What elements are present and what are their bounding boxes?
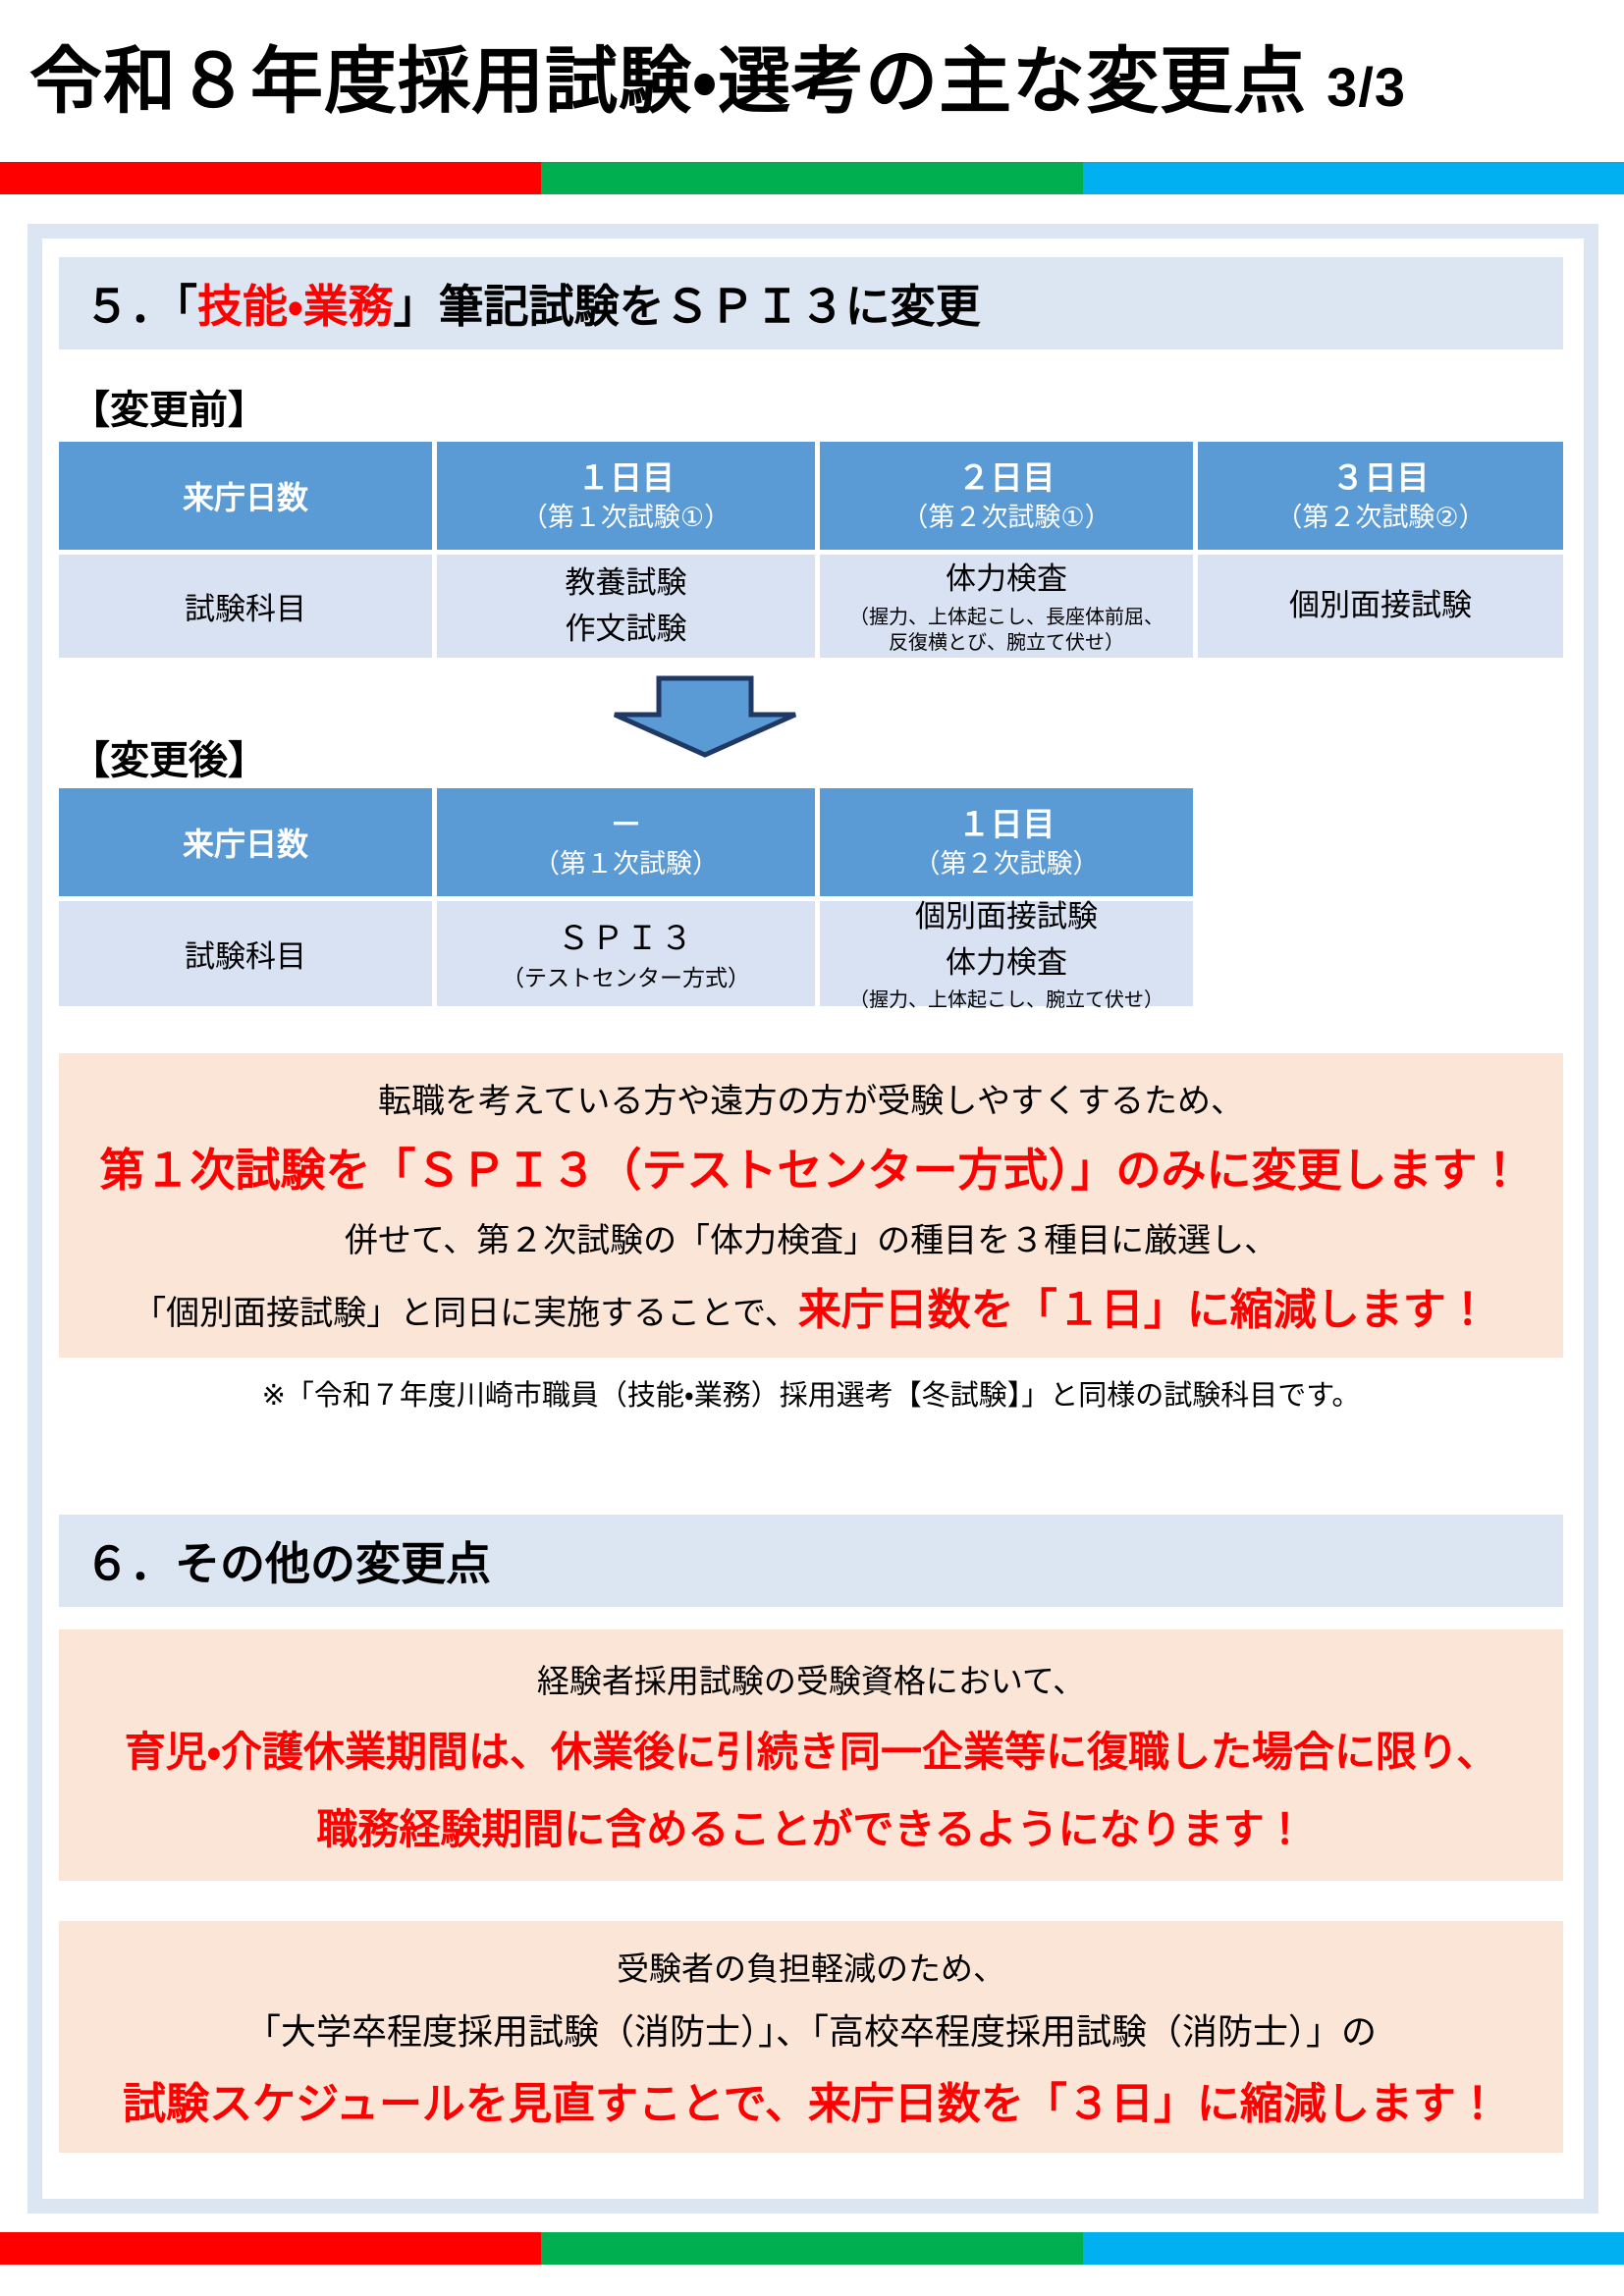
bar-segment-green bbox=[541, 2232, 1083, 2265]
before-label: 【変更前】 bbox=[71, 389, 267, 432]
highlight-line1: 転職を考えている方や遠方の方が受験しやすくするため、 bbox=[378, 1083, 1244, 1121]
box2-line3: 試験スケジュールを見直すことで、来庁日数を「３日」に縮減します！ bbox=[123, 2080, 1499, 2128]
highlight-line4-red: 来庁日数を「１日」に縮減します！ bbox=[797, 1285, 1489, 1334]
tricolor-bar-top bbox=[0, 162, 1624, 194]
table-after-header-first: － （第１次試験） bbox=[437, 788, 815, 896]
page-title-text: 令和８年度採用試験・選考の主な変更点 bbox=[29, 40, 1308, 122]
table-after-row-label: 試験科目 bbox=[59, 901, 432, 1006]
box2-line2: 「大学卒程度採用試験（消防士）」、「高校卒程度採用試験（消防士）」の bbox=[244, 2011, 1377, 2052]
highlight-line3: 併せて、第２次試験の「体力検査」の種目を３種目に厳選し、 bbox=[344, 1221, 1278, 1259]
section6-box1: 経験者採用試験の受験資格において、 育児・介護休業期間は、休業後に引続き同一企業… bbox=[59, 1629, 1563, 1881]
after-label: 【変更後】 bbox=[71, 739, 267, 782]
section5-highlight-box: 転職を考えている方や遠方の方が受験しやすくするため、 第１次試験を「ＳＰＩ３（テ… bbox=[59, 1053, 1563, 1358]
section6-heading: ６．その他の変更点 bbox=[59, 1515, 1563, 1607]
table-before-row-label: 試験科目 bbox=[59, 555, 432, 658]
bar-segment-blue bbox=[1082, 162, 1624, 194]
table-after-cell-first: ＳＰＩ３ （テストセンター方式） bbox=[437, 901, 815, 1006]
section6-box2: 受験者の負担軽減のため、 「大学卒程度採用試験（消防士）」、「高校卒程度採用試験… bbox=[59, 1921, 1563, 2153]
table-before-cell-day1: 教養試験 作文試験 bbox=[437, 555, 815, 658]
section5-heading-highlight: 技能・業務 bbox=[197, 281, 394, 332]
section6-heading-text: ６．その他の変更点 bbox=[84, 1538, 491, 1589]
bar-segment-red bbox=[0, 162, 542, 194]
highlight-line4: 「個別面接試験」と同日に実施することで、来庁日数を「１日」に縮減します！ bbox=[59, 1274, 1563, 1337]
table-before-header-day2: ２日目 （第２次試験①） bbox=[820, 442, 1193, 550]
table-before-cell-day2: 体力検査 （握力、上体起こし、長座体前屈、 反復横とび、腕立て伏せ） bbox=[820, 555, 1193, 658]
table-before-corner-cell: 来庁日数 bbox=[59, 442, 432, 550]
box1-line1: 経験者採用試験の受験資格において、 bbox=[536, 1662, 1086, 1699]
box2-line1: 受験者の負担軽減のため、 bbox=[617, 1950, 1005, 1987]
section5-heading: ５．「技能・業務」筆記試験をＳＰＩ３に変更 bbox=[59, 257, 1563, 349]
table-after-header-second: １日目 （第２次試験） bbox=[820, 788, 1193, 896]
bar-segment-red bbox=[0, 2232, 542, 2265]
bar-segment-blue bbox=[1082, 2232, 1624, 2265]
section5-heading-prefix: ５．「 bbox=[84, 281, 197, 332]
table-before-cell-day3: 個別面接試験 bbox=[1198, 555, 1563, 658]
bar-segment-green bbox=[541, 162, 1083, 194]
section5-footnote: ※「令和７年度川崎市職員（技能・業務）採用選考【冬試験】」と同様の試験科目です。 bbox=[261, 1380, 1361, 1412]
table-before-header-day1: １日目 （第１次試験①） bbox=[437, 442, 815, 550]
highlight-line2: 第１次試験を「ＳＰＩ３（テストセンター方式）」のみに変更します！ bbox=[99, 1145, 1523, 1197]
table-after: 来庁日数 － （第１次試験） １日目 （第２次試験） 試験科目 ＳＰＩ３ （テス… bbox=[59, 788, 1193, 1011]
table-before: 来庁日数 １日目 （第１次試験①） ２日目 （第２次試験①） ３日目 （第２次試… bbox=[59, 442, 1563, 658]
box1-line3: 職務経験期間に含めることができるようになります！ bbox=[316, 1805, 1306, 1852]
highlight-line4-black: 「個別面接試験」と同日に実施することで、 bbox=[133, 1294, 798, 1332]
table-after-cell-second: 個別面接試験 体力検査 （握力、上体起こし、腕立て伏せ） bbox=[820, 899, 1193, 1011]
box1-line2: 育児・介護休業期間は、休業後に引続き同一企業等に復職した場合に限り、 bbox=[124, 1729, 1498, 1775]
page-number: 3/3 bbox=[1326, 56, 1407, 118]
table-after-corner-cell: 来庁日数 bbox=[59, 788, 432, 896]
down-arrow-icon bbox=[613, 675, 797, 758]
section5-heading-suffix: 」筆記試験をＳＰＩ３に変更 bbox=[393, 281, 981, 332]
page-title: 令和８年度採用試験・選考の主な変更点 3/3 bbox=[29, 39, 1600, 123]
table-before-header-day3: ３日目 （第２次試験②） bbox=[1198, 442, 1563, 550]
tricolor-bar-bottom bbox=[0, 2232, 1624, 2265]
